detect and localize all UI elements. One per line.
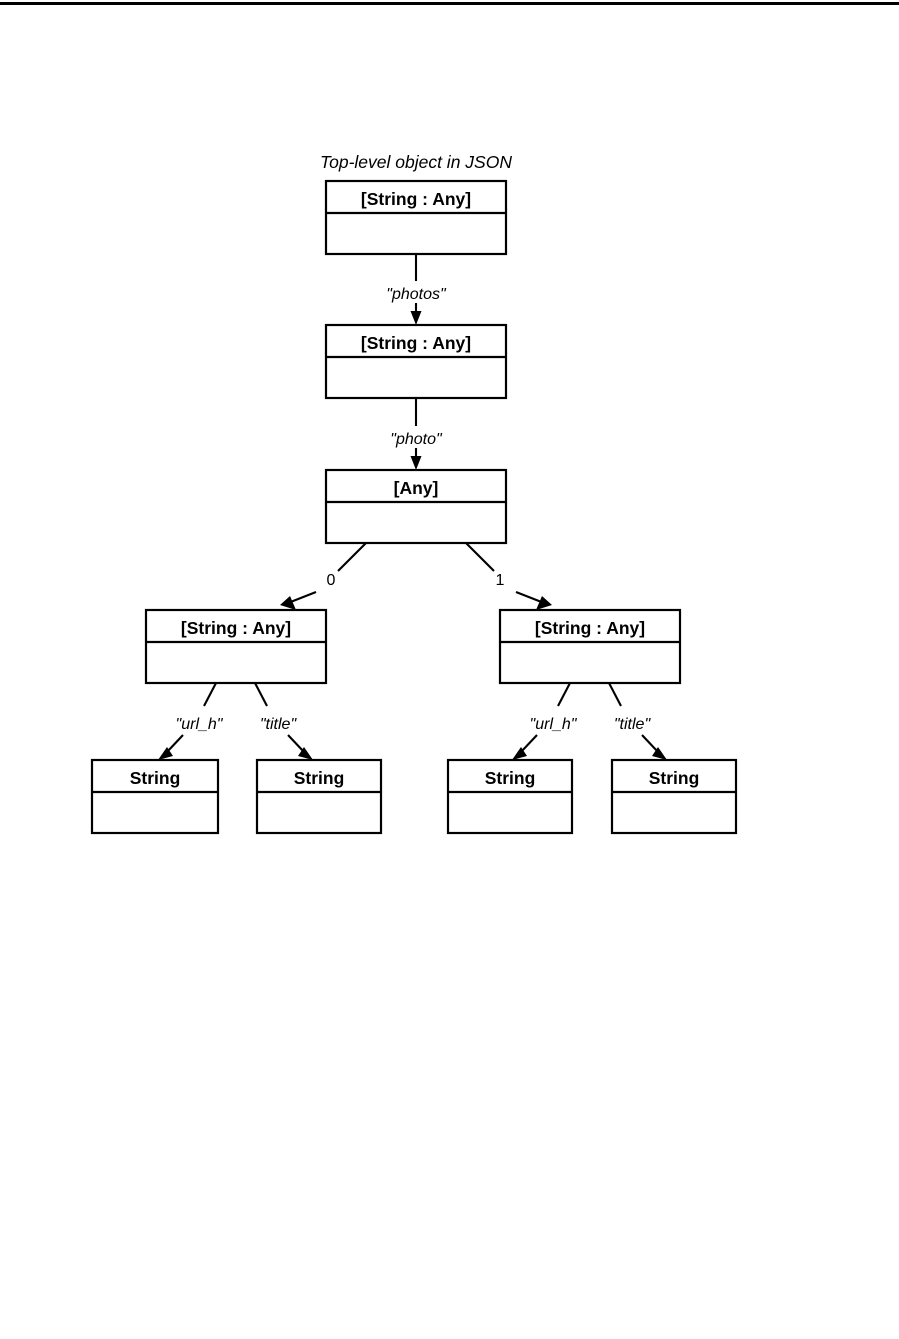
edge-line-segment — [166, 734, 184, 753]
node-box — [90, 758, 220, 835]
node-box — [446, 758, 574, 835]
diagram-caption: Top-level object in JSON — [320, 152, 512, 172]
page-top-rule — [0, 2, 899, 5]
node-label: [String : Any] — [361, 333, 471, 353]
node-box — [324, 323, 508, 400]
edge-photo-to-item0: 0 — [280, 542, 367, 610]
node-label: String — [649, 768, 700, 788]
node-box — [610, 758, 738, 835]
edge-line-segment — [287, 734, 305, 753]
edge-line-segment — [203, 682, 217, 707]
node-leaf-title-right-string[interactable]: String — [610, 758, 738, 835]
edge-item1-to-title: "title" — [608, 682, 667, 760]
node-label: [String : Any] — [535, 618, 645, 638]
node-item1-string-any[interactable]: [String : Any] — [498, 608, 682, 685]
arrowhead-icon — [512, 747, 527, 760]
node-box — [144, 608, 328, 685]
arrowhead-icon — [280, 596, 296, 610]
node-label: [Any] — [394, 478, 439, 498]
edge-label-photos: "photos" — [386, 286, 447, 303]
arrowhead-icon — [410, 311, 422, 325]
node-label: String — [485, 768, 536, 788]
edge-label-url-h-left: "url_h" — [176, 716, 224, 733]
edge-line-segment — [557, 682, 571, 707]
arrowhead-icon — [410, 456, 422, 470]
node-leaf-title-left-string[interactable]: String — [255, 758, 383, 835]
node-box — [255, 758, 383, 835]
edge-label-title-right: "title" — [614, 716, 652, 733]
node-label: String — [130, 768, 181, 788]
edge-line-segment — [337, 542, 367, 572]
node-photos-string-any[interactable]: [String : Any] — [324, 323, 508, 400]
edge-photo-to-item1: 1 — [465, 542, 552, 610]
node-leaf-url-h-right-string[interactable]: String — [446, 758, 574, 835]
arrowhead-icon — [158, 747, 173, 760]
edge-label-index-1: 1 — [496, 572, 505, 589]
node-box — [324, 468, 508, 545]
node-root-string-any[interactable]: [String : Any] — [324, 179, 508, 256]
edge-label-title-left: "title" — [260, 716, 298, 733]
node-photo-any-array[interactable]: [Any] — [324, 468, 508, 545]
node-leaf-url-h-left-string[interactable]: String — [90, 758, 220, 835]
edge-line-segment — [465, 542, 495, 572]
edge-item0-to-title: "title" — [254, 682, 313, 760]
edge-line-segment — [287, 591, 317, 604]
arrowhead-icon — [298, 747, 313, 760]
node-label: String — [294, 768, 345, 788]
edge-label-url-h-right: "url_h" — [530, 716, 578, 733]
node-item0-string-any[interactable]: [String : Any] — [144, 608, 328, 685]
node-box — [498, 608, 682, 685]
node-box — [324, 179, 508, 256]
edge-line-segment — [608, 682, 622, 707]
edge-line-segment — [254, 682, 268, 707]
arrowhead-icon — [536, 596, 552, 610]
node-label: [String : Any] — [181, 618, 291, 638]
edge-root-to-photos: "photos" — [386, 254, 447, 325]
edge-photos-to-photo: "photo" — [390, 398, 443, 470]
edge-line-segment — [641, 734, 659, 753]
edge-line-segment — [520, 734, 538, 753]
edge-item0-to-url-h: "url_h" — [158, 682, 224, 760]
arrowhead-icon — [652, 747, 667, 760]
edge-label-photo: "photo" — [390, 431, 443, 448]
edge-item1-to-url-h: "url_h" — [512, 682, 578, 760]
edge-line-segment — [515, 591, 545, 604]
edge-label-index-0: 0 — [327, 572, 336, 589]
node-label: [String : Any] — [361, 189, 471, 209]
